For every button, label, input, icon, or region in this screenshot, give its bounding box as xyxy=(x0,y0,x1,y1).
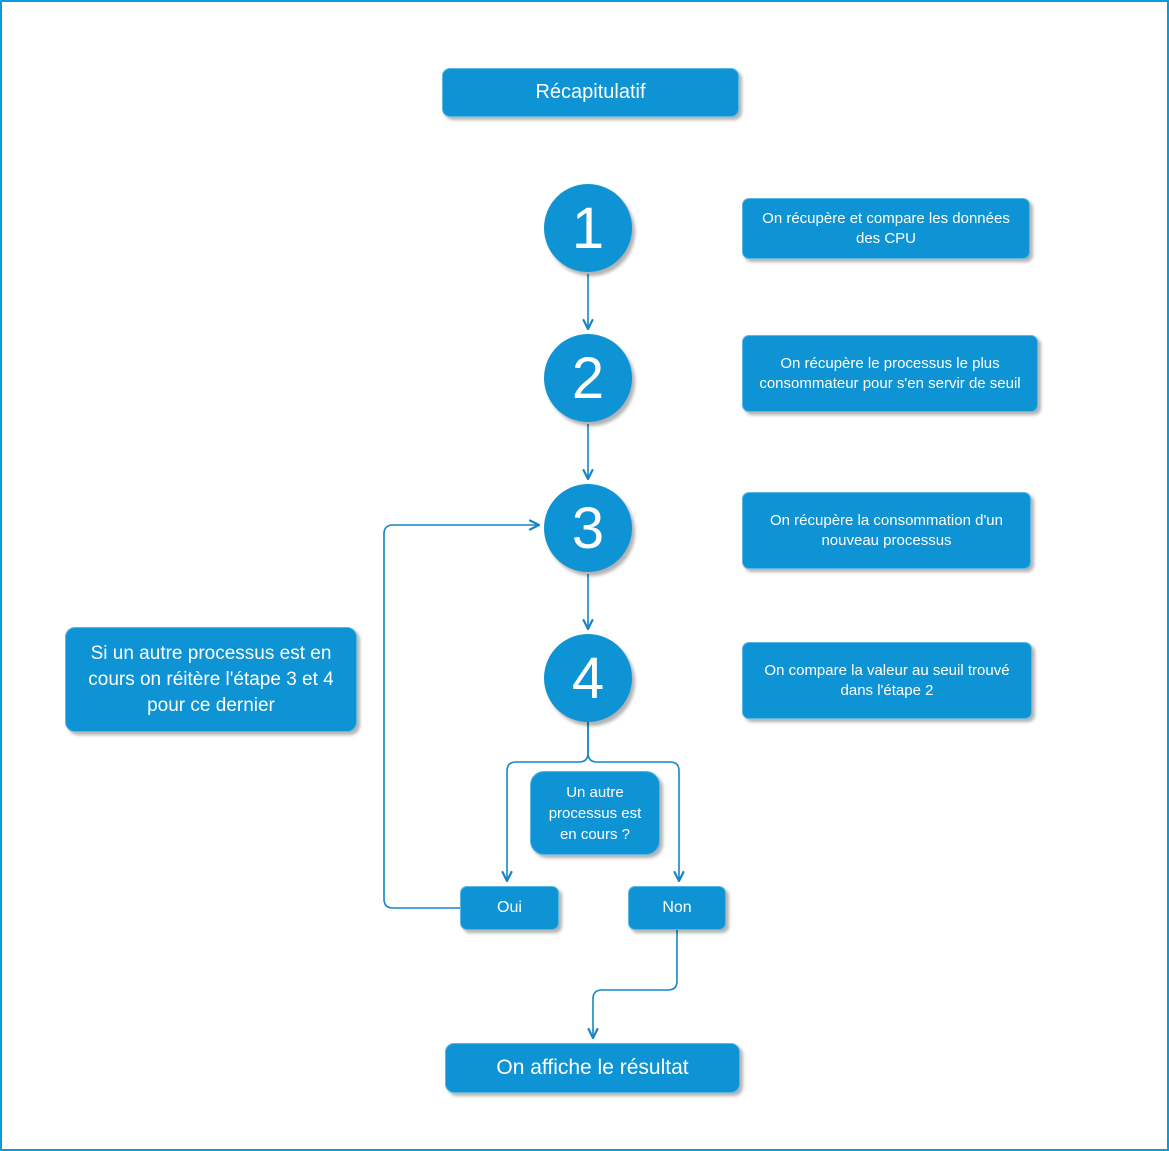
title-text: Récapitulatif xyxy=(535,81,646,103)
connector-no-result xyxy=(587,930,678,1040)
title-box: Récapitulatif xyxy=(442,68,739,117)
loop-note-box: Si un autre processus est en cours on ré… xyxy=(65,627,357,732)
step-3-circle: 3 xyxy=(544,484,632,572)
step-2-label: On récupère le processus le plus consomm… xyxy=(759,354,1021,392)
decision-no-box: Non xyxy=(628,886,726,930)
connector-yes-loop-step3 xyxy=(383,519,541,909)
step-4-number: 4 xyxy=(571,645,605,711)
step-1-box: On récupère et compare les données des C… xyxy=(742,198,1030,259)
decision-no-label: Non xyxy=(662,899,692,916)
step-1-number: 1 xyxy=(571,195,605,261)
result-text: On affiche le résultat xyxy=(496,1056,689,1079)
step-1-label: On récupère et compare les données des C… xyxy=(762,209,1010,247)
step-1-circle: 1 xyxy=(544,184,632,272)
step-2-circle: 2 xyxy=(544,334,632,422)
decision-question: Un autre processus est en cours ? xyxy=(548,783,642,843)
decision-yes-label: Oui xyxy=(497,899,522,916)
decision-box: Un autre processus est en cours ? xyxy=(530,771,660,855)
step-2-number: 2 xyxy=(571,345,605,411)
step-4-box: On compare la valeur au seuil trouvé dan… xyxy=(742,642,1032,719)
loop-note-text: Si un autre processus est en cours on ré… xyxy=(88,642,334,716)
step-3-label: On récupère la consommation d'un nouveau… xyxy=(770,511,1003,549)
step-4-circle: 4 xyxy=(544,634,632,722)
decision-yes-box: Oui xyxy=(460,886,559,930)
step-3-number: 3 xyxy=(571,495,605,561)
step-2-box: On récupère le processus le plus consomm… xyxy=(742,335,1038,412)
step-3-box: On récupère la consommation d'un nouveau… xyxy=(742,492,1031,569)
result-box: On affiche le résultat xyxy=(445,1043,740,1093)
step-4-label: On compare la valeur au seuil trouvé dan… xyxy=(764,661,1010,699)
